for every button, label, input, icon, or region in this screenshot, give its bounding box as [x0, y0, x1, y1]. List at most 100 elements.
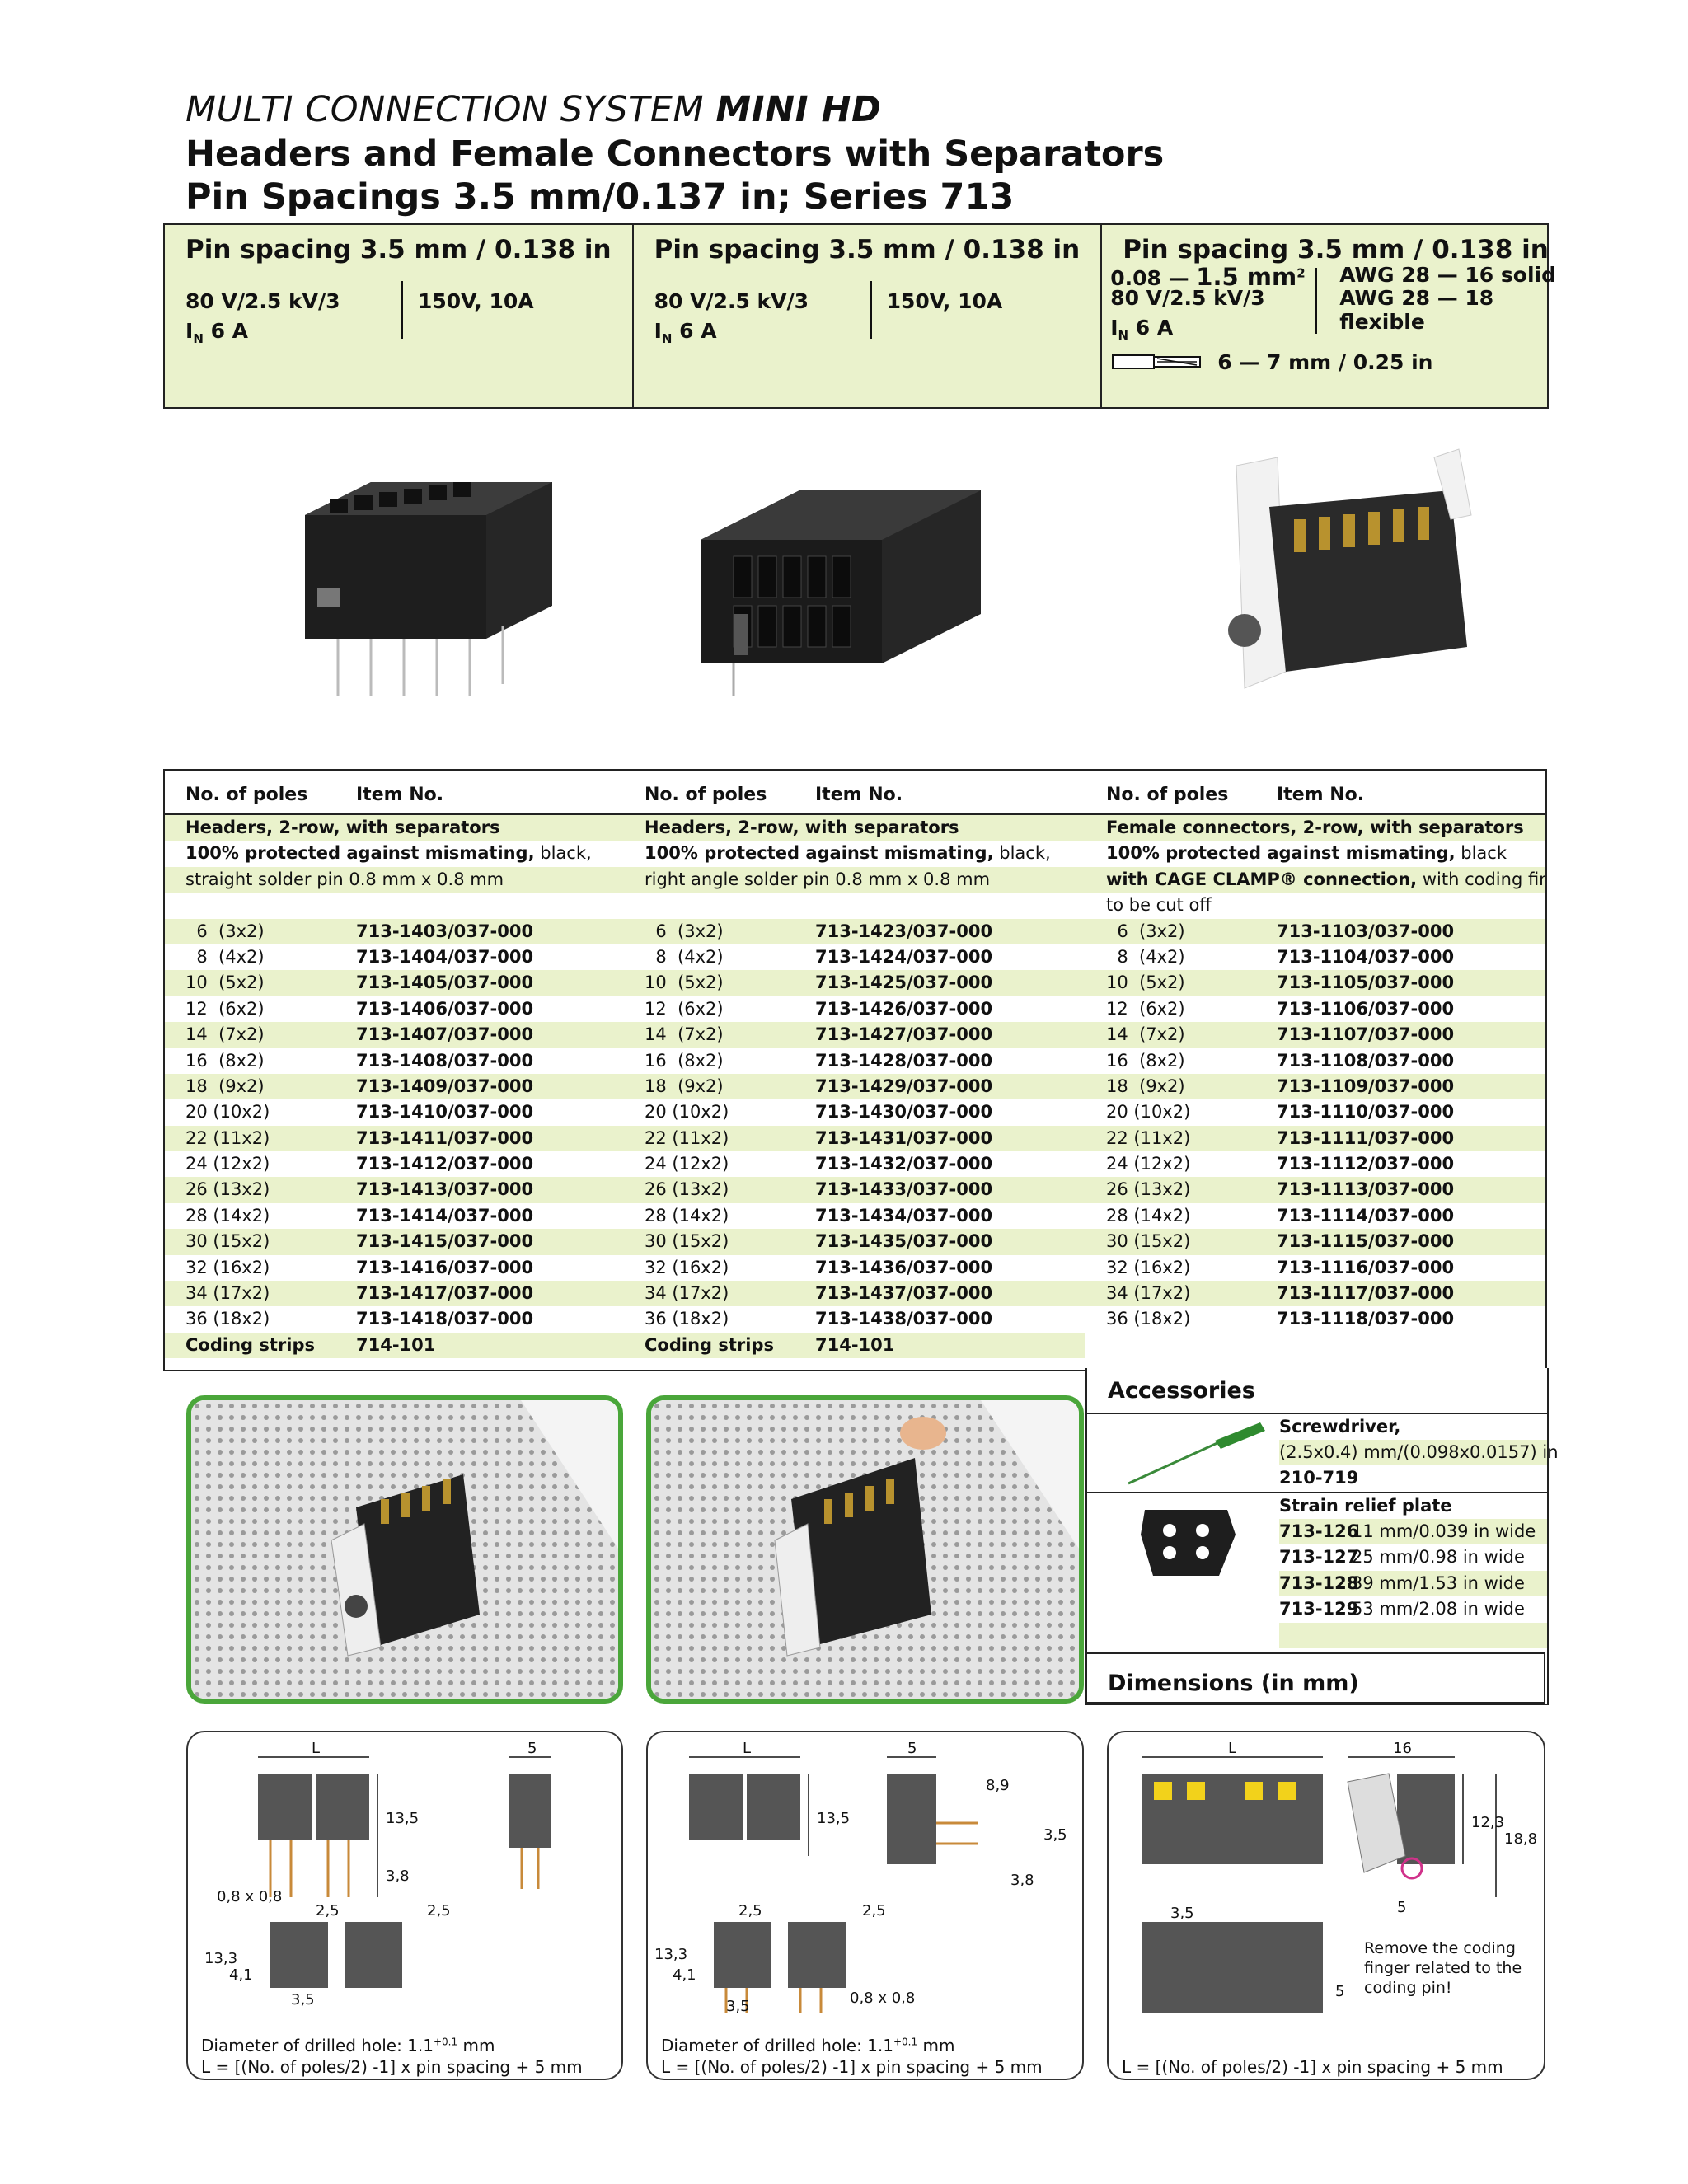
table-row: 10 (5x2)713-1405/037-000 — [165, 970, 626, 996]
table-row: 8 (4x2)713-1424/037-000 — [645, 946, 993, 967]
table-row: 6 (3x2)713-1403/037-000 — [165, 918, 626, 944]
dim-h1: 13,5 — [817, 1810, 850, 1827]
table-row: 14 (7x2)713-1407/037-000 — [165, 1022, 626, 1048]
length-formula: L = [(No. of poles/2) -1] x pin spacing … — [1122, 2057, 1503, 2077]
application-photo-1 — [186, 1395, 623, 1704]
dim-h2: 18,8 — [1504, 1830, 1537, 1848]
table-row: 8 (4x2)713-1104/037-000 — [1106, 946, 1455, 967]
page-title-line1: MULTI CONNECTION SYSTEM MINI HD — [185, 89, 882, 130]
table-desc-row: straight solder pin 0.8 mm x 0.8 mm — [165, 866, 626, 893]
plate-item-row: 713-12839 mm/1.53 in wide — [1279, 1570, 1547, 1597]
female-connector-photo — [1228, 448, 1472, 689]
table-row: 20 (10x2)713-1430/037-000 — [645, 1102, 993, 1122]
angled-header-photo — [701, 490, 981, 696]
table-row: 36 (18x2)713-1418/037-000 — [185, 1309, 534, 1329]
table-desc-row: with CAGE CLAMP® connection, with coding… — [1085, 866, 1545, 893]
accessories-panel: Accessories Screwdriver, (2.5x0.4) mm/(0… — [1085, 1368, 1559, 1705]
table-row: 30 (15x2)713-1415/037-000 — [165, 1229, 626, 1255]
length-formula: L = [(No. of poles/2) -1] x pin spacing … — [661, 2057, 1043, 2077]
table-row: 18 (9x2)713-1109/037-000 — [1085, 1073, 1545, 1100]
table-row: 14 (7x2)713-1107/037-000 — [1085, 1022, 1545, 1048]
dimension-drawing-straight: L 5 13,5 3,8 0,8 x 0,8 2,5 2,5 13,3 4,1 … — [186, 1731, 623, 2080]
dim-L: L — [743, 1740, 751, 1757]
dim-h2: 3,8 — [386, 1868, 410, 1885]
dim-five: 5 — [1397, 1899, 1406, 1916]
drawing-angled-svg: L 5 13,5 8,9 3,5 3,8 2,5 2,5 13,3 4,1 3,… — [654, 1740, 1067, 2013]
table-desc-row — [165, 893, 626, 918]
table-row: 12 (6x2)713-1426/037-000 — [645, 998, 993, 1019]
screwdriver-name: Screwdriver, — [1279, 1417, 1401, 1436]
spec-heading: Pin spacing 3.5 mm / 0.138 in — [185, 235, 612, 265]
strip-length-icon — [1112, 354, 1202, 369]
plate-item-row — [1279, 1622, 1547, 1648]
straight-header-photo — [305, 482, 552, 696]
table-row: 26 (13x2)713-1433/037-000 — [624, 1177, 1085, 1203]
page-title-line2: Headers and Female Connectors with Separ… — [185, 134, 1165, 175]
divider — [401, 281, 403, 339]
coding-finger-note: Remove the coding finger related to the … — [1364, 1939, 1522, 1997]
dimension-drawing-female: L 16 12,3 18,8 3,5 5 5 Remove the coding… — [1107, 1731, 1545, 2080]
table-row: 20 (10x2)713-1410/037-000 — [185, 1102, 534, 1122]
dim-pin: 0,8 x 0,8 — [850, 1990, 915, 2007]
table-row: 26 (13x2)713-1413/037-000 — [165, 1177, 626, 1203]
accessories-title: Accessories — [1087, 1368, 1547, 1414]
page-title-line3: Pin Spacings 3.5 mm/0.137 in; Series 713 — [185, 176, 1015, 218]
table-desc-row: to be cut off — [1106, 895, 1212, 916]
dim-five: 5 — [528, 1740, 537, 1757]
table-row: 10 (5x2)713-1105/037-000 — [1085, 970, 1545, 996]
table-row: 34 (17x2)713-1437/037-000 — [624, 1281, 1085, 1307]
spec-rating: 80 V/2.5 kV/3 — [185, 289, 340, 313]
table-row: 24 (12x2)713-1412/037-000 — [185, 1154, 534, 1174]
table-row: 12 (6x2)713-1406/037-000 — [185, 998, 534, 1019]
table-row: 24 (12x2)713-1112/037-000 — [1106, 1154, 1455, 1174]
spec-heading: Pin spacing 3.5 mm / 0.138 in — [654, 235, 1081, 265]
table-row: 18 (9x2)713-1409/037-000 — [165, 1073, 626, 1100]
screwdriver-item: 210-719 — [1279, 1468, 1359, 1488]
table-row: 36 (18x2)713-1118/037-000 — [1106, 1309, 1455, 1329]
strain-relief-plate-icon — [1141, 1510, 1236, 1576]
drill-hole-note: Diameter of drilled hole: 1.1+0.1 mm — [661, 2036, 955, 2055]
plate-name: Strain relief plate — [1279, 1496, 1452, 1516]
table-row: 22 (11x2)713-1431/037-000 — [624, 1125, 1085, 1152]
dim-h3: 3,5 — [1043, 1826, 1067, 1844]
table-row: 26 (13x2)713-1113/037-000 — [1085, 1177, 1545, 1203]
spec-strip-length: 6 — 7 mm / 0.25 in — [1217, 350, 1433, 374]
dim-h3: 13,3 — [204, 1950, 237, 1967]
application-photo-2 — [646, 1395, 1084, 1704]
table-row: 32 (16x2)713-1436/037-000 — [645, 1257, 993, 1277]
table-desc-row: right angle solder pin 0.8 mm x 0.8 mm — [624, 866, 1085, 893]
spec-awg-flexible: AWG 28 — 18 flexible — [1339, 286, 1494, 334]
dimension-drawing-angled: L 5 13,5 8,9 3,5 3,8 2,5 2,5 13,3 4,1 3,… — [646, 1731, 1084, 2080]
spec-box-straight-header: Pin spacing 3.5 mm / 0.138 in 80 V/2.5 k… — [165, 225, 634, 407]
table-row: 30 (15x2)713-1435/037-000 — [624, 1229, 1085, 1255]
dim-sp: 3,5 — [726, 1998, 750, 2013]
table-row: 22 (11x2)713-1411/037-000 — [165, 1125, 626, 1152]
table-row: 30 (15x2)713-1115/037-000 — [1085, 1229, 1545, 1255]
screwdriver-icon — [1128, 1422, 1265, 1485]
spec-current: IN 6 A — [1110, 316, 1174, 343]
table-row: 32 (16x2)713-1416/037-000 — [185, 1257, 534, 1277]
table-row: 32 (16x2)713-1116/037-000 — [1106, 1257, 1455, 1277]
spec-row: Pin spacing 3.5 mm / 0.138 in 80 V/2.5 k… — [163, 223, 1556, 409]
spec-current: IN 6 A — [654, 319, 717, 346]
table-row: 22 (11x2)713-1111/037-000 — [1085, 1125, 1545, 1152]
dim-sp: 3,5 — [1170, 1905, 1194, 1922]
spec-awg-solid: AWG 28 — 16 solid — [1339, 263, 1556, 287]
dim-p2: 2,5 — [427, 1902, 451, 1919]
dim-L: L — [1228, 1740, 1236, 1757]
table-desc-row: 100% protected against mismating, black, — [645, 843, 1051, 864]
plate-item-row: 713-12725 mm/0.98 in wide — [1279, 1547, 1525, 1568]
table-desc-row — [624, 893, 1085, 918]
spec-rating: 80 V/2.5 kV/3 — [1110, 286, 1265, 310]
divider — [1315, 268, 1318, 334]
table-row: 28 (14x2)713-1114/037-000 — [1106, 1205, 1455, 1226]
drill-hole-note: Diameter of drilled hole: 1.1+0.1 mm — [201, 2036, 495, 2055]
table-row: 8 (4x2)713-1404/037-000 — [185, 946, 534, 967]
dim-sp: 3,5 — [291, 1991, 315, 2008]
table-row: 12 (6x2)713-1106/037-000 — [1106, 998, 1455, 1019]
